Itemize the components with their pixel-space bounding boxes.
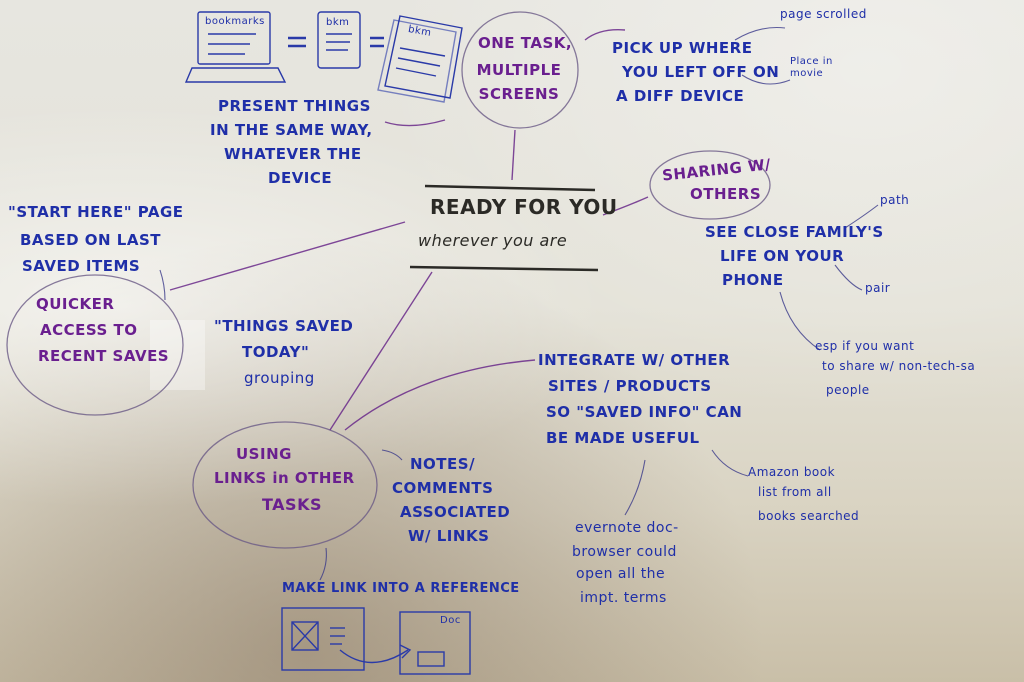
present-line-1: PRESENT THINGS	[218, 97, 371, 115]
connector-page-scrolled	[734, 26, 786, 41]
using-line-3: TASKS	[262, 495, 322, 514]
doc-embed	[417, 651, 445, 667]
amazon-line-1: Amazon book	[748, 465, 836, 479]
present-line-3: WHATEVER THE	[224, 145, 362, 163]
arrow-head	[399, 644, 412, 659]
sharing-detail-2: LIFE ON YOUR	[720, 247, 845, 265]
connector-pair	[834, 264, 863, 291]
doc-label: Doc	[440, 615, 461, 626]
connector-esp	[779, 291, 821, 351]
integrate-line-2: SITES / PRODUCTS	[548, 377, 712, 395]
notes-line-2: COMMENTS	[392, 479, 494, 497]
connector-evernote	[624, 459, 646, 516]
one-task-line-2: MULTIPLE	[476, 61, 562, 79]
evernote-line-4: impt. terms	[580, 590, 667, 606]
start-here-line-3: SAVED ITEMS	[22, 257, 141, 275]
pickup-line-1: PICK UP WHERE	[612, 39, 753, 57]
center-title: READY FOR YOU	[430, 195, 618, 219]
bubble-using-links	[192, 421, 378, 549]
movie-note: movie	[790, 68, 824, 79]
connector-notes	[381, 449, 403, 461]
one-task-line-1: ONE TASK,	[478, 34, 573, 52]
image-box	[291, 621, 319, 651]
connector-start-here	[159, 269, 166, 301]
notes-line-3: ASSOCIATED	[400, 503, 511, 521]
tablet-line-3	[395, 67, 437, 77]
integrate-line-4: BE MADE USEFUL	[546, 429, 700, 447]
pickup-line-3: A DIFF DEVICE	[616, 87, 745, 105]
start-here-line-1: "START HERE" PAGE	[8, 203, 184, 221]
laptop-base	[184, 67, 287, 83]
page-scrolled-note: page scrolled	[780, 7, 867, 21]
amazon-line-2: list from all	[758, 485, 832, 499]
today-line-3: grouping	[244, 369, 315, 387]
notes-line-4: W/ LINKS	[408, 527, 490, 545]
sharing-detail-1: SEE CLOSE FAMILY'S	[705, 223, 884, 241]
connector-path	[844, 204, 879, 229]
connector-place-in-movie	[741, 74, 791, 85]
image-cross-2	[291, 621, 319, 651]
device-sketches	[184, 11, 463, 103]
sharing-line-2: OTHERS	[690, 185, 762, 203]
arrow-curve	[339, 649, 409, 664]
present-line-2: IN THE SAME WAY,	[210, 121, 373, 139]
connector-present	[384, 119, 446, 127]
evernote-line-2: browser could	[572, 544, 677, 560]
connector-make-link	[319, 547, 327, 581]
sharing-detail-3: PHONE	[722, 271, 784, 289]
path-note: path	[880, 193, 910, 207]
today-line-1: "THINGS SAVED	[214, 317, 354, 335]
using-line-1: USING	[236, 445, 292, 463]
center-subtitle: wherever you are	[418, 231, 568, 250]
quicker-line-2: ACCESS TO	[40, 321, 138, 339]
notes-line-1: NOTES/	[410, 455, 476, 473]
doc-sketch	[399, 611, 471, 675]
bubble-quicker	[6, 274, 184, 416]
connector-top	[511, 129, 516, 181]
esp-line-3: people	[826, 383, 870, 397]
connector-right	[602, 196, 649, 216]
phone-sketch	[317, 11, 361, 69]
connector-amazon	[711, 449, 749, 477]
make-link-label: MAKE LINK INTO A REFERENCE	[282, 581, 520, 596]
one-task-line-3: SCREENS	[478, 85, 560, 103]
pickup-line-2: YOU LEFT OFF ON	[622, 63, 780, 81]
tablet-sketch	[384, 15, 463, 99]
evernote-line-1: evernote doc-	[575, 520, 679, 536]
connector-down-left	[329, 271, 433, 431]
today-line-2: TODAY"	[242, 343, 310, 361]
tablet-line-2	[397, 57, 441, 67]
center-top-line	[424, 184, 596, 192]
page-sketch	[281, 607, 365, 671]
integrate-line-3: SO "SAVED INFO" CAN	[546, 403, 743, 421]
present-line-4: DEVICE	[268, 169, 333, 187]
tablet-line-1	[399, 47, 446, 57]
connector-left	[169, 221, 406, 291]
laptop-bookmarks-label: bookmarks	[205, 16, 265, 27]
center-bottom-line	[409, 265, 599, 272]
phone-bkm-label: bkm	[326, 17, 350, 28]
esp-line-2: to share w/ non-tech-sa	[822, 359, 976, 373]
laptop-sketch	[197, 11, 271, 65]
connector-integrate	[344, 359, 536, 431]
start-here-line-2: BASED ON LAST	[20, 231, 161, 249]
bubble-sharing	[649, 150, 771, 220]
quicker-line-1: QUICKER	[36, 295, 115, 313]
esp-line-1: esp if you want	[815, 339, 915, 353]
tablet-back	[377, 19, 457, 103]
bubble-one-task	[461, 11, 579, 129]
integrate-line-1: INTEGRATE W/ OTHER	[538, 351, 731, 369]
window-glare	[150, 320, 205, 390]
evernote-line-3: open all the	[576, 566, 666, 582]
pair-note: pair	[865, 281, 891, 295]
connector-pickup	[584, 29, 626, 41]
quicker-line-3: RECENT SAVES	[38, 347, 170, 365]
using-line-2: LINKS in OTHER	[214, 469, 355, 487]
reference-sketches	[281, 607, 471, 675]
amazon-line-3: books searched	[758, 509, 860, 523]
place-in-note: Place in	[790, 56, 833, 67]
